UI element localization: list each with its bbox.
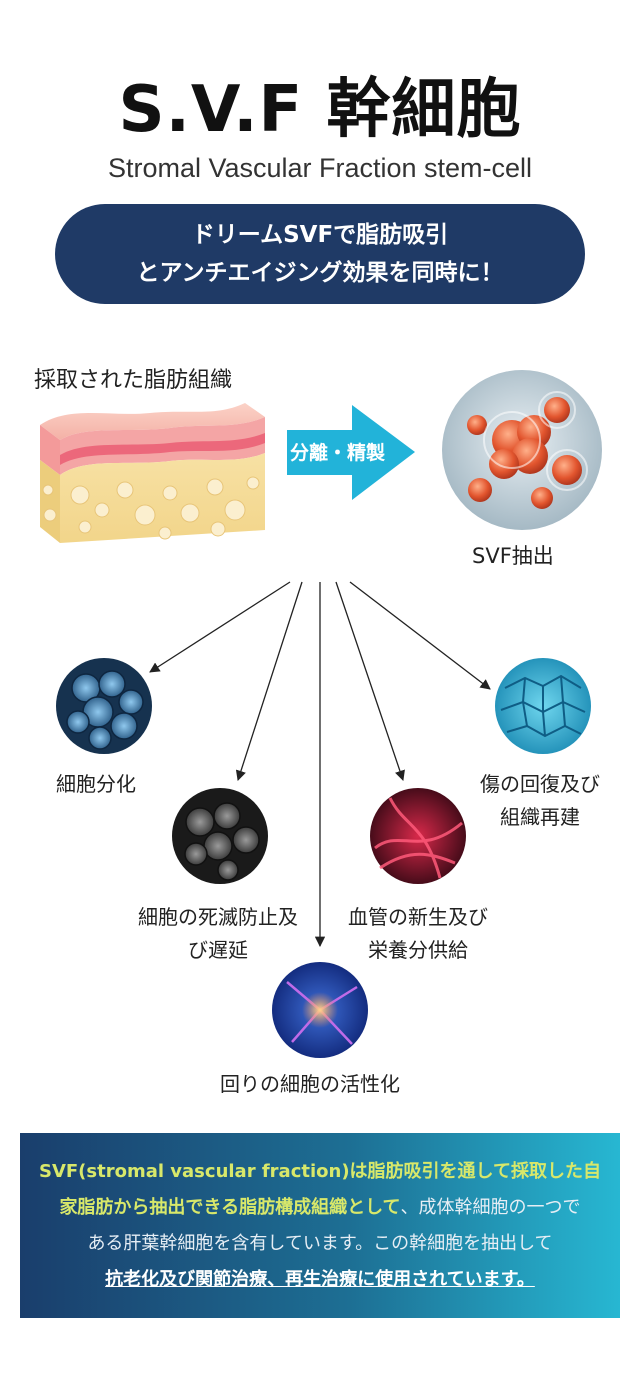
benefit-wound-line-2: 組織再建 [500,805,580,829]
banner-line-1: ドリームSVFで脂肪吸引 [191,222,449,248]
description-line-2-rest: 、成体幹細胞の一つで [400,1196,581,1218]
benefit-angiogenesis: 血管の新生及び 栄養分供給 [330,901,506,967]
arrow-to-wound-healing [349,581,491,690]
benefit-angiogenesis-line-1: 血管の新生及び [348,905,488,929]
headline-banner: ドリームSVFで脂肪吸引 とアンチエイジング効果を同時に！ [55,204,585,304]
process-arrow [287,405,415,500]
description-line-3: ある肝葉幹細胞を含有しています。この幹細胞を抽出して [87,1232,553,1254]
description-box: SVF(stromal vascular fraction)は脂肪吸引を通して採… [20,1133,620,1318]
page-subtitle: Stromal Vascular Fraction stem-cell [107,153,533,183]
benefit-cell-death-prevention: 細胞の死滅防止及 び遅延 [118,901,318,967]
benefit-angiogenesis-line-2: 栄養分供給 [368,938,468,962]
description-line-2: 家脂肪から抽出できる脂肪構成組織として、成体幹細胞の一つで [59,1190,580,1226]
angiogenesis-image [370,788,466,884]
svf-extraction-label: SVF抽出 [472,544,554,568]
benefit-cell-death-line-2: び遅延 [188,938,248,962]
banner-line-2: とアンチエイジング効果を同時に！ [136,260,504,286]
benefit-cell-differentiation: 細胞分化 [56,772,136,796]
page-title: S.V.F 幹細胞 [118,73,522,147]
process-arrow-label: 分離・精製 [290,442,386,464]
cell-death-prevention-image [172,788,268,884]
description-line-4: 抗老化及び関節治療、再生治療に使用されています。 [105,1268,535,1290]
description-line-2-highlight: 家脂肪から抽出できる脂肪構成組織として [59,1196,401,1218]
fat-tissue-label: 採取された脂肪組織 [34,368,233,393]
wound-healing-image [495,658,591,754]
benefit-cell-activation: 回りの細胞の活性化 [220,1072,400,1096]
fat-tissue-illustration [40,403,265,543]
arrow-to-angiogenesis [335,581,405,781]
arrow-to-anti-death [235,581,303,781]
benefit-cell-death-line-1: 細胞の死滅防止及 [138,905,298,929]
description-line-1: SVF(stromal vascular fraction)は脂肪吸引を通して採… [38,1160,602,1182]
benefit-wound-healing: 傷の回復及び 組織再建 [460,768,620,834]
benefit-wound-line-1: 傷の回復及び [480,772,600,796]
svf-cells-image [442,370,602,530]
arrow-to-differentiation [149,581,291,673]
cell-activation-image [272,962,368,1058]
cell-differentiation-image [56,658,152,754]
